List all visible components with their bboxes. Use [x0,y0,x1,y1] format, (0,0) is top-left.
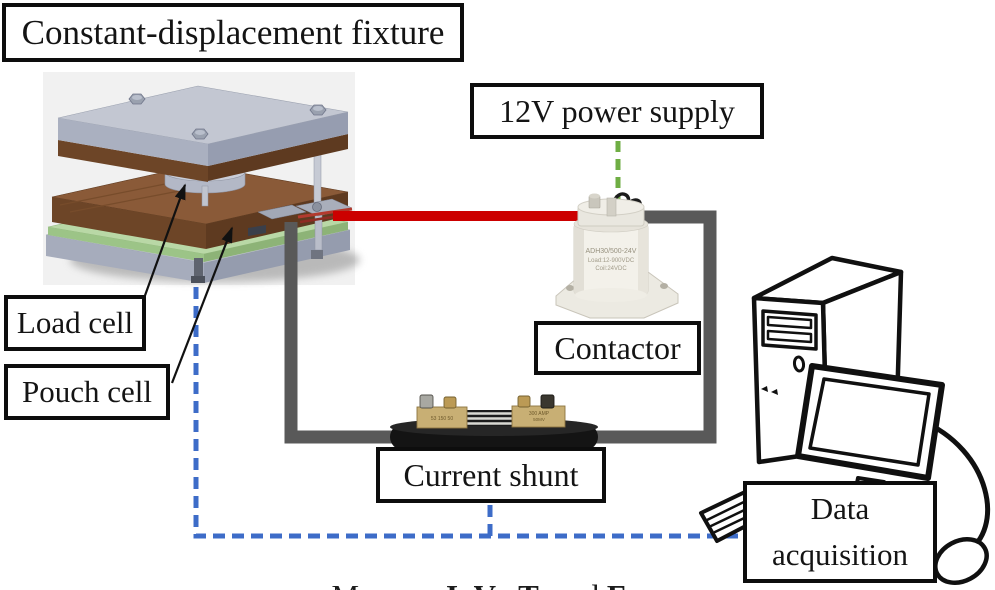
load-cell-label: Load cell [4,295,146,351]
current-shunt-label-text: Current shunt [403,456,579,493]
signal-wire-blue-dashed [193,287,740,539]
contactor-label: Contactor [534,321,701,375]
main-circuit-wire [284,210,717,444]
fixture-label: Constant-displacement fixture [2,3,464,62]
current-shunt-label: Current shunt [376,447,606,503]
computer-illustration [699,255,990,585]
computer-mouse [933,537,989,585]
measure-caption: Measure I, Vt, T, and F [316,542,626,590]
fixture-label-text: Constant-displacement fixture [21,12,445,52]
fixture-bolts [128,93,327,140]
data-acquisition-line2: acquisition [771,537,909,572]
pouch-cell-label: Pouch cell [4,364,170,420]
data-acquisition-line1: Data [810,491,870,526]
measure-current-symbol: I [446,578,458,590]
measure-voltage-symbol: V [474,578,496,590]
measure-force-symbol: F [607,578,626,590]
fixture-photo [43,72,360,285]
fixture-top-plate [57,85,349,182]
current-shunt-device: 53 150 50 300 AMP 50MV [390,394,598,450]
fixture-busbar [248,198,353,236]
power-supply-label: 12V power supply [470,83,764,139]
power-button [792,355,806,373]
pouch-cell-arrow [170,226,234,384]
contactor-label-text: Contactor [554,329,681,366]
shunt-marking-right-1: 300 AMP [529,411,550,417]
shunt-marking-right-2: 50MV [533,417,545,422]
contactor-device: ADH30/500-24V Load:12-900VDC Coil:24VDC [555,192,679,319]
contactor-marking-2: Load:12-900VDC [588,258,635,264]
contactor-marking-3: Coil:24VDC [595,266,627,272]
monitor-screen [808,377,931,467]
power-supply-label-text: 12V power supply [499,92,735,129]
computer-monitor [795,363,945,481]
shunt-marking-left: 53 150 50 [431,416,453,422]
measure-prefix: Measure [332,578,446,590]
contactor-marking-1: ADH30/500-24V [586,248,637,255]
measure-temperature-symbol: T [518,578,539,590]
pouch-cell-label-text: Pouch cell [22,374,152,409]
load-cell-arrow [141,183,187,302]
data-acquisition-label: Data acquisition [743,481,937,583]
load-cell-label-text: Load cell [16,305,134,340]
